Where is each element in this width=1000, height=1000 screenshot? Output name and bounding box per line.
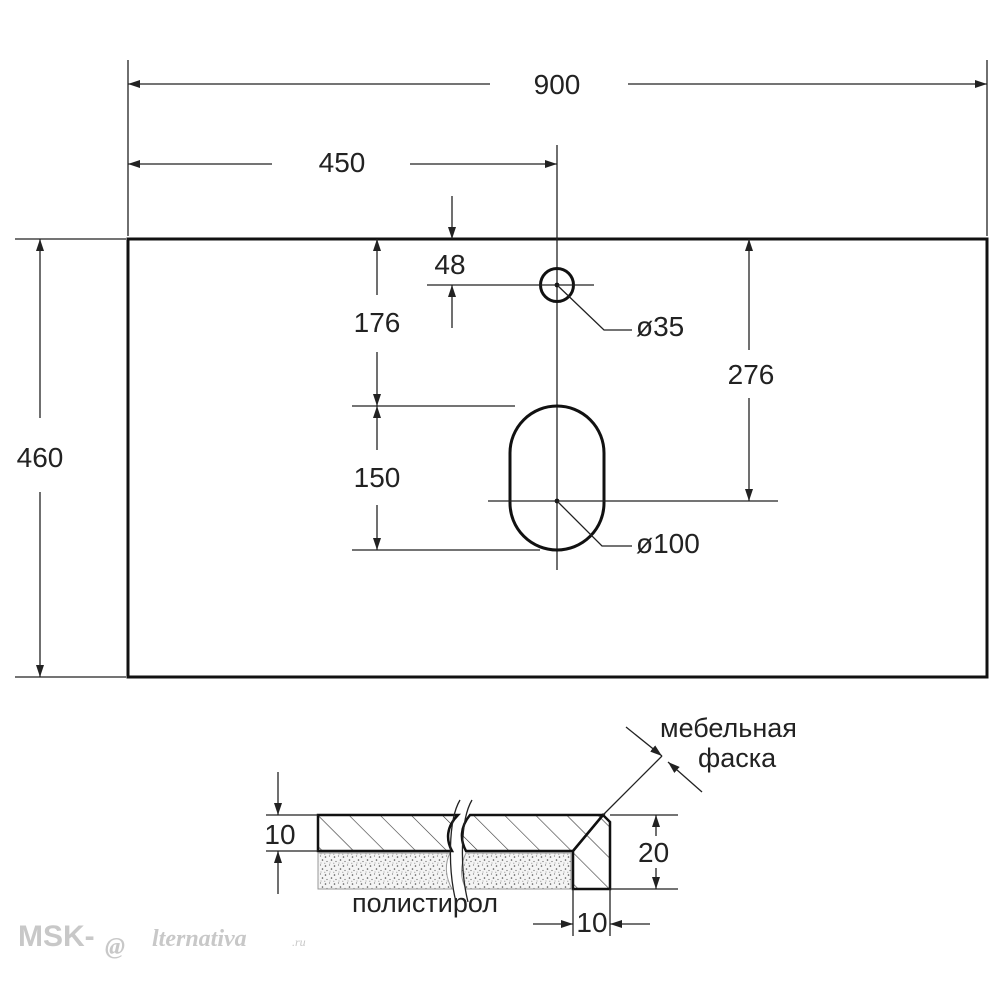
label-tap-diameter: ø35 [636, 311, 684, 342]
section-view: 10 20 10 мебельная фаска полистирол [264, 713, 797, 938]
dim-edge-width: 10 [576, 907, 607, 938]
dim-tap-offset: 48 [434, 249, 465, 280]
label-edge-note-1: мебельная [660, 713, 797, 743]
plan-view: 900 450 460 48 176 150 276 ø35 ø100 [15, 60, 989, 679]
dim-tap-to-drain: 276 [728, 359, 775, 390]
dim-top-thickness: 10 [264, 819, 295, 850]
polystyrene-filler [317, 852, 453, 890]
drain-slot [508, 404, 606, 552]
top-slab [316, 813, 462, 853]
edge-block [571, 813, 612, 891]
dim-depth: 460 [17, 442, 64, 473]
label-edge-note-2: фаска [698, 743, 777, 773]
svg-text:lternativa: lternativa [152, 926, 247, 952]
label-drain-diameter: ø100 [636, 528, 700, 559]
dim-total-width: 900 [534, 69, 581, 100]
dim-basin-length: 150 [354, 462, 401, 493]
svg-text:.ru: .ru [292, 935, 306, 949]
dim-edge-height: 20 [638, 837, 669, 868]
svg-text:MSK-: MSK- [18, 920, 95, 953]
dim-half-width: 450 [319, 147, 366, 178]
svg-text:@: @ [105, 934, 125, 960]
label-filler: полистирол [352, 888, 498, 918]
dim-tap-to-basin: 176 [354, 307, 401, 338]
watermark-logo: MSK- @ lternativa .ru [18, 920, 306, 960]
